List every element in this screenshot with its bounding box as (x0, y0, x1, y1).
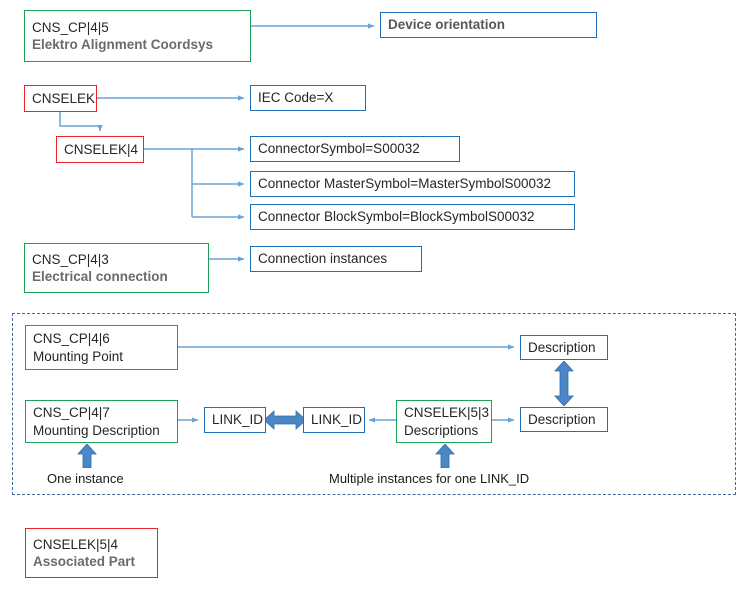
node-cnselek-5-3[interactable]: CNSELEK|5|3 Descriptions (396, 400, 492, 443)
node-label: LINK_ID (311, 412, 363, 428)
node-link-id-left[interactable]: LINK_ID (204, 407, 266, 433)
node-label: Description (528, 339, 596, 355)
node-label: IEC Code=X (258, 90, 334, 106)
node-subtitle: Mounting Point (33, 348, 124, 364)
caption-multiple-instances: Multiple instances for one LINK_ID (329, 471, 530, 486)
node-description-bottom[interactable]: Description (520, 407, 608, 432)
node-subtitle: Associated Part (33, 554, 136, 569)
node-cnselek[interactable]: CNSELEK (24, 85, 97, 112)
node-device-orientation[interactable]: Device orientation (380, 12, 597, 38)
node-title: CNS_CP|4|3 (32, 251, 109, 267)
node-label: CNSELEK (32, 90, 96, 106)
node-label: Connector BlockSymbol=BlockSymbolS00032 (258, 209, 535, 225)
node-label: CNSELEK|4 (64, 141, 139, 157)
dashed-group-region (12, 313, 736, 495)
node-cnselek-4[interactable]: CNSELEK|4 (56, 136, 144, 163)
node-subtitle: Elektro Alignment Coordsys (32, 37, 214, 52)
node-title: CNS_CP|4|6 (33, 331, 110, 347)
node-connector-block-symbol[interactable]: Connector BlockSymbol=BlockSymbolS00032 (250, 204, 575, 230)
description-bidirectional-arrow (554, 361, 574, 406)
node-cns-cp-4-3[interactable]: CNS_CP|4|3 Electrical connection (24, 243, 209, 293)
node-title: CNS_CP|4|7 (33, 405, 110, 421)
node-title: CNSELEK|5|4 (33, 536, 119, 552)
node-connector-master-symbol[interactable]: Connector MasterSymbol=MasterSymbolS0003… (250, 171, 575, 197)
wire-cnselek-to-cnselek4 (59, 112, 103, 132)
node-connector-symbol[interactable]: ConnectorSymbol=S00032 (250, 136, 460, 162)
node-connection-instances[interactable]: Connection instances (250, 246, 422, 272)
node-cns-cp-4-6[interactable]: CNS_CP|4|6 Mounting Point (25, 325, 178, 370)
node-label: ConnectorSymbol=S00032 (258, 141, 420, 157)
multiple-instances-up-arrow (435, 444, 455, 468)
node-cnselek-5-4[interactable]: CNSELEK|5|4 Associated Part (25, 528, 158, 578)
node-title: CNS_CP|4|5 (32, 19, 109, 35)
node-label: Device orientation (388, 17, 506, 33)
node-label: Connection instances (258, 251, 388, 267)
node-title: CNSELEK|5|3 (404, 405, 490, 421)
caption-one-instance: One instance (47, 471, 124, 486)
node-cns-cp-4-5[interactable]: CNS_CP|4|5 Elektro Alignment Coordsys (24, 10, 251, 62)
one-instance-up-arrow (77, 444, 97, 468)
link-id-bidirectional-arrow (264, 410, 306, 430)
node-label: Connector MasterSymbol=MasterSymbolS0003… (258, 176, 552, 192)
node-iec-code[interactable]: IEC Code=X (250, 85, 366, 111)
node-cns-cp-4-7[interactable]: CNS_CP|4|7 Mounting Description (25, 400, 178, 443)
node-description-top[interactable]: Description (520, 335, 608, 360)
node-subtitle: Electrical connection (32, 269, 168, 284)
node-label: Description (528, 411, 596, 427)
node-link-id-right[interactable]: LINK_ID (303, 407, 365, 433)
node-label: LINK_ID (212, 412, 264, 428)
node-subtitle: Mounting Description (33, 422, 160, 438)
node-subtitle: Descriptions (404, 422, 479, 438)
